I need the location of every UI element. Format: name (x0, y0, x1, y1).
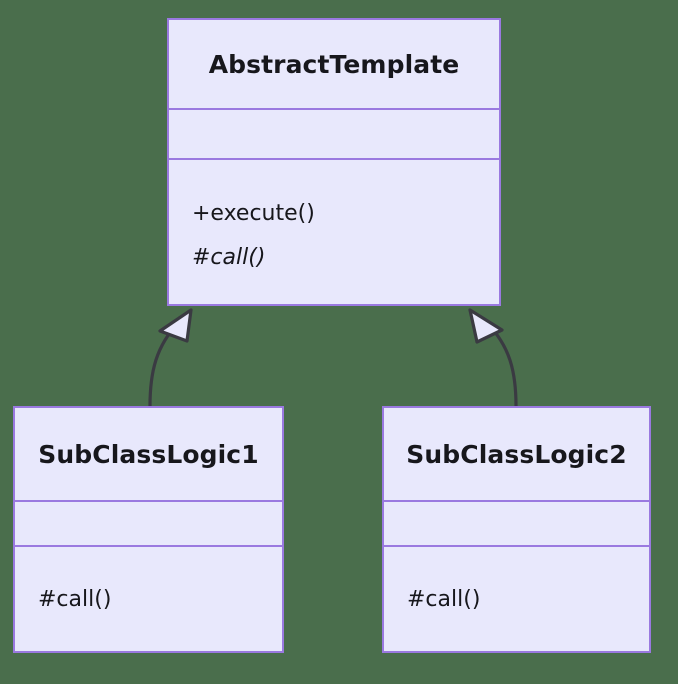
class-name-label: SubClassLogic1 (38, 439, 259, 469)
class-attributes-compartment (169, 110, 499, 160)
class-name-compartment: SubClassLogic1 (15, 408, 282, 502)
class-attributes-compartment (384, 502, 649, 547)
class-operations-compartment: #call() (15, 547, 282, 651)
generalization-subclass2-to-abstracttemplate (468, 308, 518, 408)
class-box-abstract-template[interactable]: AbstractTemplate +execute() #call() (167, 18, 501, 306)
operation-call: #call() (407, 587, 481, 612)
hollow-triangle-arrowhead-1 (158, 308, 193, 343)
operation-call: #call() (38, 587, 112, 612)
class-attributes-compartment (15, 502, 282, 547)
generalization-line-2 (484, 320, 518, 408)
class-name-label: SubClassLogic2 (406, 439, 627, 469)
class-operations-compartment: #call() (384, 547, 649, 651)
generalization-subclass1-to-abstracttemplate (148, 308, 193, 408)
operation-call-abstract: #call() (192, 245, 266, 270)
class-operations-compartment: +execute() #call() (169, 160, 499, 304)
hollow-triangle-arrowhead-2 (468, 308, 504, 344)
class-name-compartment: SubClassLogic2 (384, 408, 649, 502)
operation-execute: +execute() (192, 201, 315, 226)
class-box-subclass-logic-1[interactable]: SubClassLogic1 #call() (13, 406, 284, 653)
generalization-line-1 (148, 320, 181, 408)
class-name-compartment: AbstractTemplate (169, 20, 499, 110)
class-name-label: AbstractTemplate (208, 49, 460, 79)
class-box-subclass-logic-2[interactable]: SubClassLogic2 #call() (382, 406, 651, 653)
